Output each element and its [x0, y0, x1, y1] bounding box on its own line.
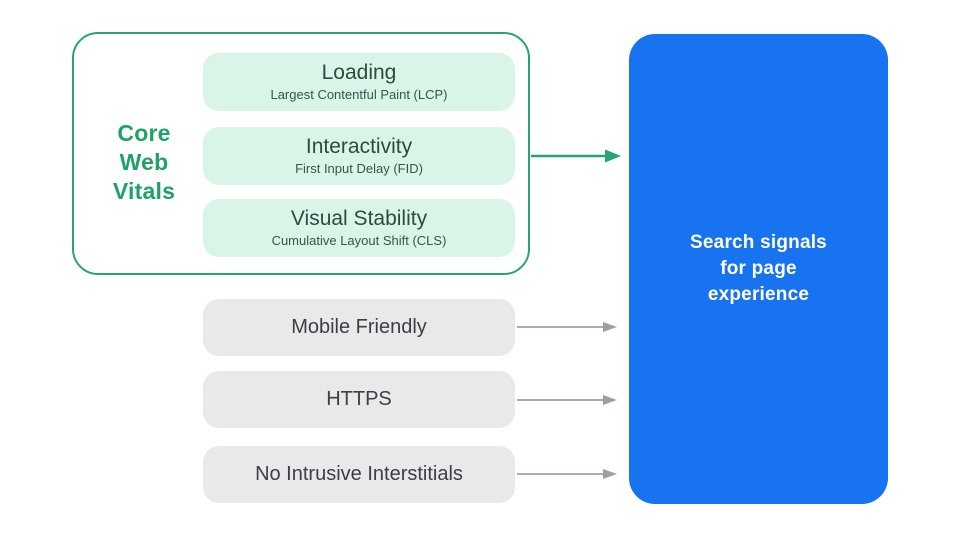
core-web-vitals-label-line: Web [119, 149, 169, 175]
metric-subtitle: Largest Contentful Paint (LCP) [270, 87, 448, 102]
metric-subtitle: Cumulative Layout Shift (CLS) [271, 233, 447, 248]
signal-card-mobile-friendly: Mobile Friendly [203, 299, 515, 356]
metric-title: Interactivity [305, 135, 413, 158]
core-web-vitals-label-line: Vitals [112, 178, 176, 204]
search-signals-label-line: experience [707, 284, 810, 305]
interstitials-arrow [517, 469, 617, 479]
signal-label: No Intrusive Interstitials [255, 463, 463, 485]
search-signals-label-line: Search signals [690, 232, 827, 253]
core-web-vitals-label: Core Web Vitals [84, 119, 204, 206]
core-web-vitals-group-outline [72, 32, 530, 275]
search-signals-label-line: for page [720, 258, 797, 279]
metric-subtitle: First Input Delay (FID) [295, 161, 423, 176]
metric-card-loading: Loading Largest Contentful Paint (LCP) [203, 53, 515, 111]
signal-card-https: HTTPS [203, 371, 515, 428]
metric-card-interactivity: Interactivity First Input Delay (FID) [203, 127, 515, 185]
signal-card-no-intrusive-interstitials: No Intrusive Interstitials [203, 446, 515, 503]
metric-title: Visual Stability [290, 207, 428, 230]
signal-label: HTTPS [326, 388, 392, 410]
search-signals-box: Search signals for page experience [629, 34, 888, 504]
core-web-vitals-label-line: Core [117, 120, 171, 146]
metric-title: Loading [321, 61, 397, 84]
https-arrow [517, 395, 617, 405]
core-web-vitals-arrow [531, 149, 621, 163]
metric-card-visual-stability: Visual Stability Cumulative Layout Shift… [203, 199, 515, 257]
mobile-friendly-arrow [517, 322, 617, 332]
signal-label: Mobile Friendly [291, 316, 427, 338]
